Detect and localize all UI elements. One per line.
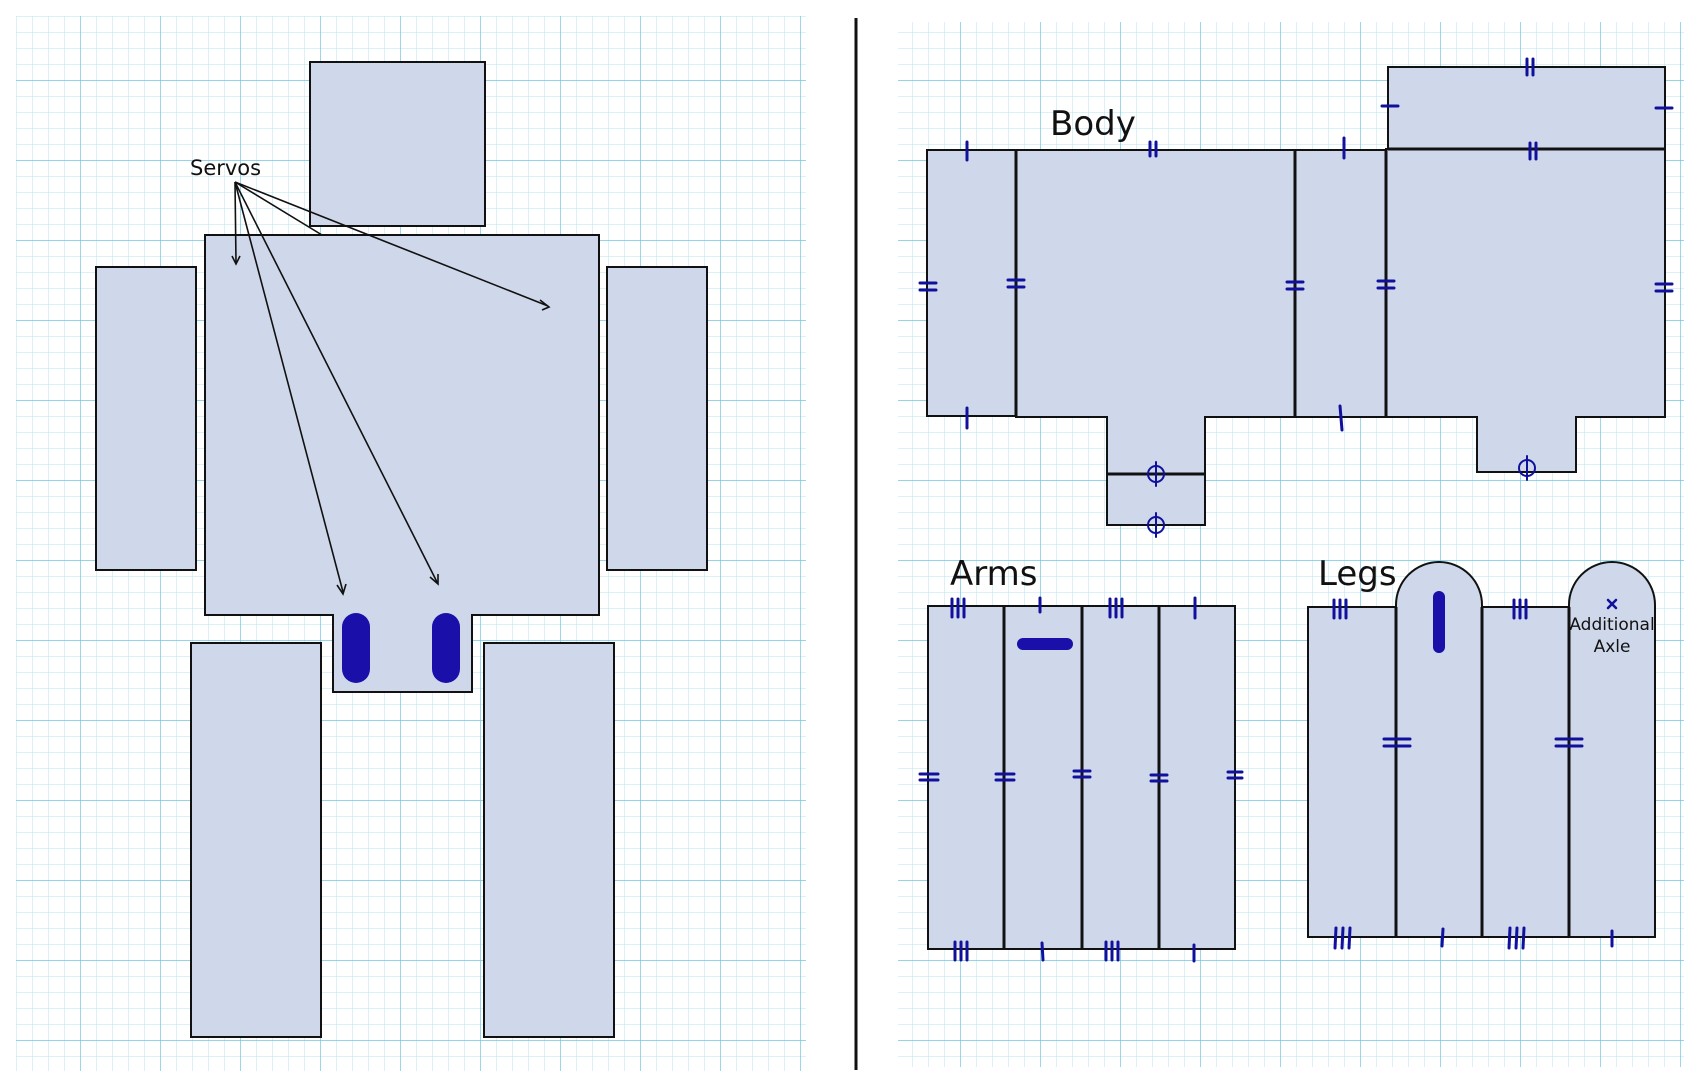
circle-cross-icon	[1518, 455, 1536, 481]
body-side-left	[926, 149, 1017, 417]
additional-axle-label-line1: Additional	[1569, 615, 1654, 635]
robot-assembly	[95, 61, 708, 1038]
body-side-right	[1294, 149, 1387, 418]
legs-net	[1307, 561, 1656, 938]
robot-head	[309, 61, 486, 227]
arms-label: Arms	[950, 554, 1037, 594]
servo-slot-left	[342, 613, 370, 683]
body-match-marks	[918, 57, 1674, 432]
servo-slot-right	[432, 613, 460, 683]
robot-right-leg	[483, 642, 615, 1038]
body-label: Body	[1050, 104, 1136, 144]
robot-left-arm	[95, 266, 197, 571]
body-net	[926, 66, 1666, 526]
legs-label: Legs	[1318, 554, 1397, 594]
cross-icon	[1606, 598, 1618, 610]
servo-arrows	[231, 181, 551, 596]
arm-servo-slot	[1017, 638, 1073, 650]
servos-label: Servos	[190, 156, 261, 180]
robot-torso	[204, 234, 600, 693]
circle-cross-icon	[1147, 512, 1165, 538]
robot-right-arm	[606, 266, 708, 571]
robot-left-leg	[190, 642, 322, 1038]
pivot-markers	[1147, 455, 1536, 538]
body-back	[1385, 148, 1666, 473]
legs-match-marks	[1332, 598, 1614, 950]
circle-cross-icon	[1147, 461, 1165, 487]
arms-match-marks	[918, 596, 1244, 963]
leg-servo-slot	[1433, 591, 1445, 653]
body-top-flap	[1387, 66, 1666, 150]
additional-axle-label-line2: Axle	[1594, 637, 1631, 657]
